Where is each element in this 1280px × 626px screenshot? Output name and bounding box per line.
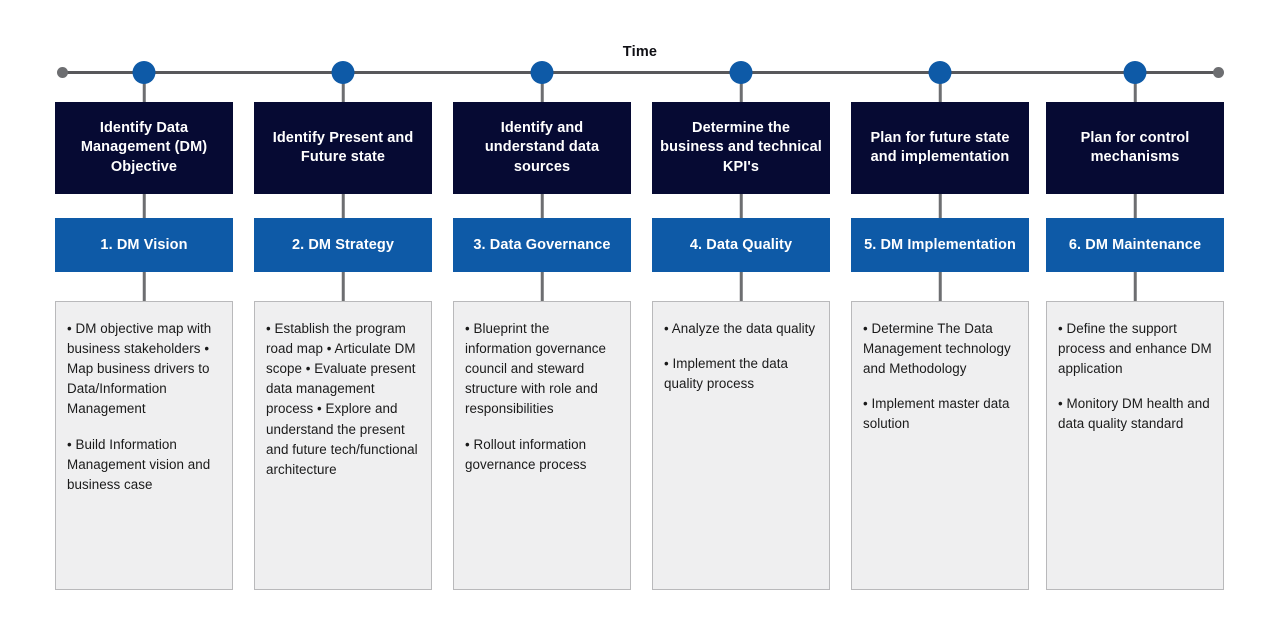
phase-box-3[interactable]: 3. Data Governance bbox=[453, 218, 631, 272]
detail-item: • Determine The Data Management technolo… bbox=[863, 321, 1011, 377]
detail-item: • Establish the program road map • Artic… bbox=[266, 321, 418, 477]
detail-item: • Rollout information governance process bbox=[465, 436, 587, 472]
phase-label-3: 3. Data Governance bbox=[473, 236, 611, 253]
detail-item: • Blueprint the information governance c… bbox=[465, 321, 607, 417]
detail-box-5: • Determine The Data Management technolo… bbox=[851, 301, 1029, 590]
detail-item: • Implement the data quality process bbox=[664, 356, 789, 392]
timeline-start-dot-icon bbox=[57, 67, 68, 78]
stage-label-1: Identify Data Management (DM) Objective bbox=[80, 120, 208, 175]
stage-box-6[interactable]: Plan for control mechanisms bbox=[1046, 102, 1224, 194]
phase-box-6[interactable]: 6. DM Maintenance bbox=[1046, 218, 1224, 272]
stage-label-5: Plan for future state and implementation bbox=[870, 129, 1010, 165]
detail-item: • Implement master data solution bbox=[863, 396, 1010, 432]
detail-item: • Build Information Management vision an… bbox=[67, 436, 211, 492]
detail-item: • Define the support process and enhance… bbox=[1058, 321, 1212, 377]
timeline-column-4[interactable]: Determine the business and technical KPI… bbox=[652, 0, 830, 626]
phase-box-2[interactable]: 2. DM Strategy bbox=[254, 218, 432, 272]
stage-label-3: Identify and understand data sources bbox=[484, 120, 600, 175]
stage-box-2[interactable]: Identify Present and Future state bbox=[254, 102, 432, 194]
timeline-column-1[interactable]: Identify Data Management (DM) Objective … bbox=[55, 0, 233, 626]
timeline-node-dot-5[interactable] bbox=[928, 61, 952, 84]
phase-label-2: 2. DM Strategy bbox=[291, 236, 395, 253]
stage-label-6: Plan for control mechanisms bbox=[1080, 129, 1190, 165]
stage-box-4[interactable]: Determine the business and technical KPI… bbox=[652, 102, 830, 194]
timeline-node-dot-6[interactable] bbox=[1123, 61, 1147, 84]
timeline-end-dot-icon bbox=[1213, 67, 1224, 78]
phase-box-5[interactable]: 5. DM Implementation bbox=[851, 218, 1029, 272]
phase-label-5: 5. DM Implementation bbox=[864, 236, 1016, 253]
timeline-node-dot-2[interactable] bbox=[331, 61, 355, 84]
detail-item: • DM objective map with business stakeho… bbox=[67, 321, 212, 417]
detail-box-1: • DM objective map with business stakeho… bbox=[55, 301, 233, 590]
phase-box-4[interactable]: 4. Data Quality bbox=[652, 218, 830, 272]
detail-box-3: • Blueprint the information governance c… bbox=[453, 301, 631, 590]
timeline-column-3[interactable]: Identify and understand data sources 3. … bbox=[453, 0, 631, 626]
timeline-node-dot-1[interactable] bbox=[132, 61, 156, 84]
phase-label-4: 4. Data Quality bbox=[689, 236, 793, 253]
detail-item: • Analyze the data quality bbox=[664, 321, 816, 336]
stage-box-1[interactable]: Identify Data Management (DM) Objective bbox=[55, 102, 233, 194]
detail-box-6: • Define the support process and enhance… bbox=[1046, 301, 1224, 590]
timeline-column-5[interactable]: Plan for future state and implementation… bbox=[851, 0, 1029, 626]
stage-box-3[interactable]: Identify and understand data sources bbox=[453, 102, 631, 194]
phase-label-6: 6. DM Maintenance bbox=[1068, 236, 1202, 253]
detail-item: • Monitory DM health and data quality st… bbox=[1058, 396, 1210, 432]
phase-box-1[interactable]: 1. DM Vision bbox=[55, 218, 233, 272]
stage-box-5[interactable]: Plan for future state and implementation bbox=[851, 102, 1029, 194]
stage-label-2: Identify Present and Future state bbox=[272, 129, 414, 165]
timeline-node-dot-3[interactable] bbox=[530, 61, 554, 84]
phase-label-1: 1. DM Vision bbox=[100, 236, 188, 253]
timeline-axis-line bbox=[62, 71, 1219, 74]
detail-box-4: • Analyze the data quality • Implement t… bbox=[652, 301, 830, 590]
stage-label-4: Determine the business and technical KPI… bbox=[660, 120, 822, 175]
timeline-column-6[interactable]: Plan for control mechanisms 6. DM Mainte… bbox=[1046, 0, 1224, 626]
detail-box-2: • Establish the program road map • Artic… bbox=[254, 301, 432, 590]
timeline-axis-title: Time bbox=[622, 44, 658, 60]
timeline-node-dot-4[interactable] bbox=[729, 61, 753, 84]
timeline-column-2[interactable]: Identify Present and Future state 2. DM … bbox=[254, 0, 432, 626]
